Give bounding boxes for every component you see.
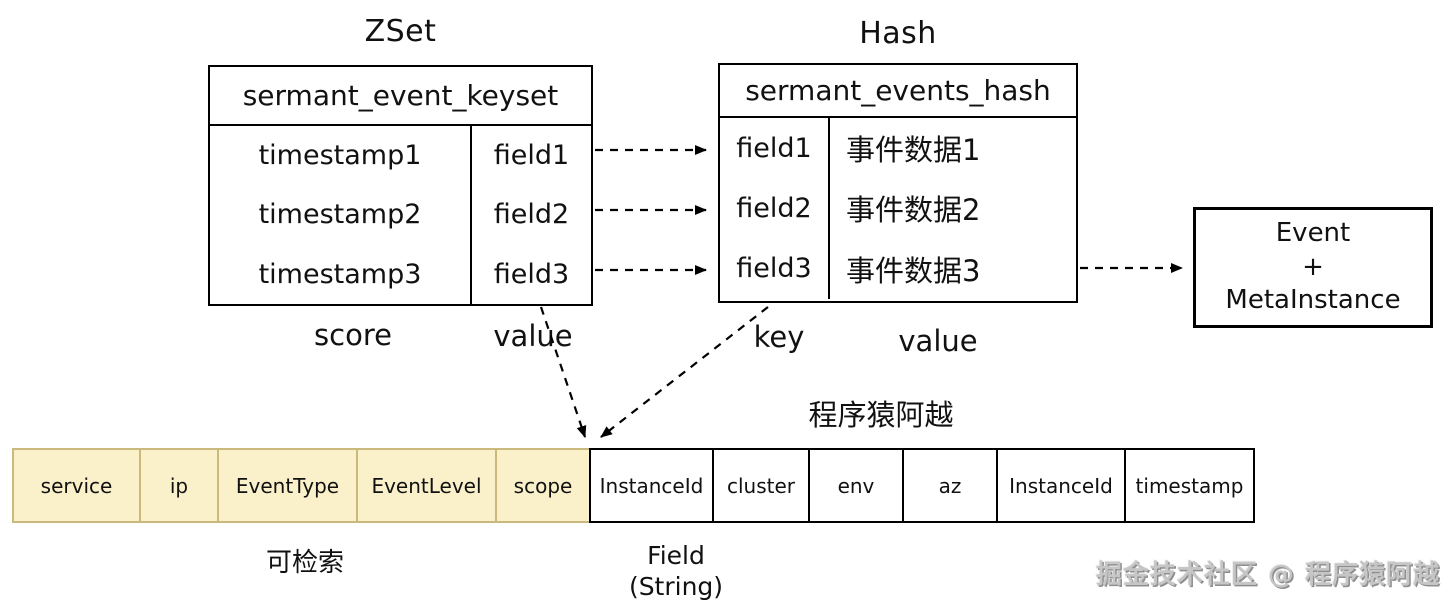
- zset-score-column: timestamp1 timestamp2 timestamp3: [210, 126, 472, 304]
- bar-cell-ip: ip: [139, 448, 219, 523]
- zset-value-cell: field2: [493, 199, 570, 231]
- field-bar: service ip EventType EventLevel scope In…: [12, 448, 1255, 523]
- hash-value-column: 事件数据1 事件数据2 事件数据3: [830, 118, 1076, 299]
- hash-value-cell: 事件数据3: [846, 253, 981, 288]
- bar-cell-instanceid: InstanceId: [589, 448, 714, 523]
- event-box-line1: Event: [1275, 217, 1351, 248]
- zset-score-label: score: [314, 318, 392, 352]
- event-box-line2: +: [1302, 251, 1324, 282]
- bar-cell-instanceid2: InstanceId: [996, 448, 1126, 523]
- hash-key-label: key: [753, 320, 805, 354]
- watermark-text: 掘金技术社区 @ 程序猿阿越: [1095, 560, 1440, 590]
- zset-value-cell: field3: [493, 258, 570, 290]
- zset-table: sermant_event_keyset timestamp1 timestam…: [208, 65, 593, 306]
- hash-key-cell: field3: [736, 253, 812, 285]
- bar-cell-eventtype: EventType: [217, 448, 358, 523]
- bar-cell-env: env: [808, 448, 904, 523]
- zset-score-cell: timestamp1: [258, 140, 422, 172]
- hash-table: sermant_events_hash field1 field2 field3…: [718, 63, 1078, 303]
- zset-score-cell: timestamp3: [258, 258, 422, 290]
- field-string-label-line1: Field: [647, 541, 705, 570]
- bar-cell-service: service: [12, 448, 141, 523]
- field-string-label-line2: (String): [628, 572, 724, 602]
- zset-value-column: field1 field2 field3: [472, 126, 591, 304]
- hash-key-column: field1 field2 field3: [720, 118, 830, 299]
- hash-key-cell: field1: [736, 132, 812, 164]
- bar-cell-cluster: cluster: [712, 448, 810, 523]
- zset-score-cell: timestamp2: [258, 199, 422, 231]
- hash-table-header: sermant_events_hash: [720, 65, 1076, 118]
- zset-value-label: value: [493, 319, 573, 353]
- field-bar-title: 程序猿阿越: [808, 398, 954, 432]
- hash-value-label: value: [898, 324, 978, 358]
- hash-value-cell: 事件数据2: [846, 193, 981, 228]
- hash-key-cell: field2: [736, 192, 812, 224]
- field-string-label: Field (String): [596, 540, 756, 603]
- bar-cell-az: az: [902, 448, 998, 523]
- event-box-line3: MetaInstance: [1225, 285, 1401, 316]
- zset-value-cell: field1: [493, 140, 570, 172]
- zset-title: ZSet: [364, 14, 437, 49]
- indexed-searchable-label: 可检索: [265, 548, 344, 578]
- hash-value-cell: 事件数据1: [846, 133, 981, 168]
- bar-cell-eventlevel: EventLevel: [356, 448, 497, 523]
- event-metainstance-box: Event + MetaInstance: [1193, 207, 1433, 328]
- bar-cell-timestamp: timestamp: [1124, 448, 1255, 523]
- bar-cell-scope: scope: [495, 448, 591, 523]
- hash-title: Hash: [859, 16, 937, 51]
- zset-table-header: sermant_event_keyset: [210, 67, 591, 126]
